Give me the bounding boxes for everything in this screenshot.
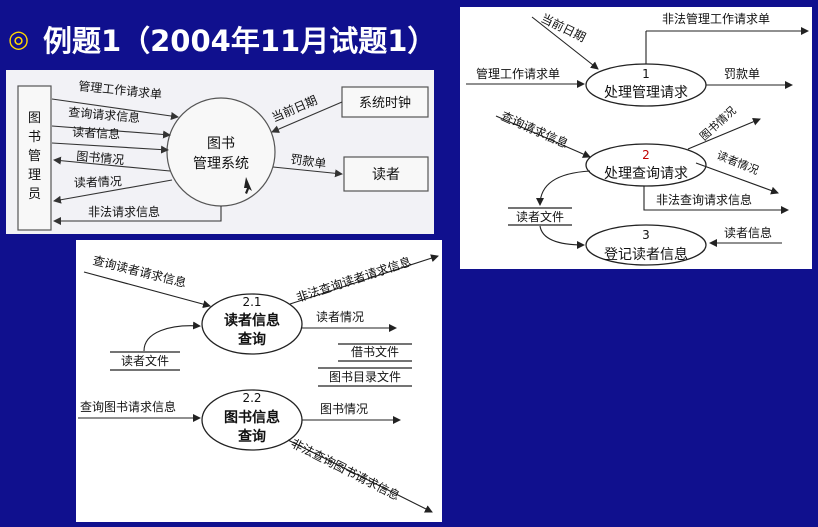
flow-reader-status-label: 读者情况	[316, 310, 364, 324]
flow-current-date-label: 当前日期	[269, 92, 319, 125]
flow-illegal-reader-query-label: 非法查询读者请求信息	[294, 254, 413, 305]
flow-illegal-query-label: 非法查询请求信息	[656, 192, 752, 207]
process-2	[585, 143, 707, 187]
store-catalog-file-label: 图书目录文件	[329, 369, 401, 384]
flow-store-to-p3	[539, 225, 585, 249]
librarian-char: 书	[28, 130, 41, 145]
flow-fine-slip	[272, 166, 343, 178]
flow-query-request	[51, 125, 171, 139]
cursor-icon	[244, 177, 252, 194]
context-diagram: 图 书 管 理 员 图书 管理系统 系统时钟 读者 管理工作请求单 查询请求信息…	[17, 78, 429, 231]
process-library-system	[166, 97, 276, 207]
flow-mgmt-request-label: 管理工作请求单	[476, 66, 560, 81]
flow-reader-status	[695, 162, 779, 195]
process-2-1	[201, 293, 303, 355]
flow-store-to-p21	[143, 321, 201, 352]
store-reader-file-label: 读者文件	[121, 353, 169, 368]
flow-reader-info	[51, 142, 169, 154]
system-label-line2: 管理系统	[193, 156, 249, 172]
title-text: 例题1（2004年11月试题1）	[42, 24, 437, 58]
flow-query-request-label: 查询请求信息	[499, 108, 571, 151]
process-1-name: 处理管理请求	[604, 85, 688, 101]
flow-mgmt-request-label: 管理工作请求单	[78, 78, 163, 102]
process-3-name: 登记读者信息	[604, 246, 688, 263]
flow-fine-slip-label: 罚款单	[290, 152, 328, 171]
librarian-char: 员	[28, 187, 41, 202]
flow-mgmt-request	[51, 98, 179, 120]
process-2-2-line2: 查询	[238, 428, 266, 445]
slide-title: ◎ 例题1（2004年11月试题1）	[8, 18, 436, 60]
flow-illegal-book-query-label: 非法查询图书请求信息	[289, 435, 403, 503]
flow-query-request-label: 查询请求信息	[68, 104, 141, 125]
flow-illegal-query	[643, 186, 789, 214]
level1-diagram: 1 处理管理请求 2 处理查询请求 3 登记读者信息 读者文件 非法管理工作请求…	[466, 10, 809, 266]
flow-p2-to-store	[536, 170, 591, 206]
flow-illegal-request	[53, 206, 222, 225]
flow-illegal-reader-query	[289, 254, 439, 305]
title-bullet-icon: ◎	[8, 25, 29, 53]
flow-book-query-req-label: 查询图书请求信息	[80, 399, 176, 414]
flow-reader-status	[53, 179, 173, 204]
level2-diagram: 2.1 读者信息 查询 2.2 图书信息 查询 读者文件 借书文件 图书目录文件…	[78, 252, 439, 513]
flow-fine-slip-label: 罚款单	[724, 67, 760, 81]
store-borrow-file-label: 借书文件	[351, 344, 399, 359]
flow-illegal-book-query	[287, 439, 433, 513]
flow-reader-status-label: 读者情况	[74, 174, 122, 190]
reader-label: 读者	[372, 166, 400, 183]
entity-librarian	[17, 85, 52, 231]
flow-reader-query-req	[83, 271, 211, 309]
flow-illegal-request-label: 非法请求信息	[88, 204, 160, 219]
flow-current-date	[531, 16, 599, 70]
flow-current-date	[271, 101, 343, 133]
librarian-char: 管	[28, 149, 41, 164]
flow-illegal-mgmt-label: 非法管理工作请求单	[662, 11, 770, 26]
flow-book-status	[53, 156, 171, 172]
process-3	[585, 224, 707, 266]
process-1-number: 1	[642, 67, 650, 81]
entity-system-clock	[341, 86, 429, 118]
process-2-1-line1: 读者信息	[224, 312, 280, 329]
librarian-char: 图	[28, 111, 41, 126]
context-diagram-panel: 图 书 管 理 员 图书 管理系统 系统时钟 读者 管理工作请求单 查询请求信息…	[6, 70, 434, 234]
flow-reader-info-label: 读者信息	[724, 225, 772, 240]
librarian-char: 理	[28, 168, 41, 183]
store-reader-file-label: 读者文件	[516, 209, 564, 224]
flow-book-status-label: 图书情况	[76, 149, 125, 167]
level2-diagram-panel: 2.1 读者信息 查询 2.2 图书信息 查询 读者文件 借书文件 图书目录文件…	[76, 240, 442, 522]
flow-book-status-label: 图书情况	[697, 104, 738, 143]
flow-reader-info-label: 读者信息	[72, 124, 121, 141]
process-2-number: 2	[642, 148, 650, 162]
flow-query-request	[495, 115, 591, 158]
clock-label: 系统时钟	[359, 95, 411, 111]
process-2-2-line1: 图书信息	[224, 409, 280, 426]
process-2-1-number: 2.1	[242, 295, 261, 309]
flow-reader-query-req-label: 查询读者请求信息	[91, 252, 188, 290]
process-3-number: 3	[642, 228, 650, 242]
entity-reader	[343, 156, 429, 192]
process-2-1-line2: 查询	[238, 331, 266, 348]
process-2-2-number: 2.2	[242, 391, 261, 405]
flow-book-status	[687, 118, 761, 150]
process-2-name: 处理查询请求	[604, 166, 688, 182]
system-label-line1: 图书	[207, 136, 235, 152]
flow-book-status-label: 图书情况	[320, 402, 368, 416]
level1-diagram-panel: 1 处理管理请求 2 处理查询请求 3 登记读者信息 读者文件 非法管理工作请求…	[460, 7, 812, 269]
